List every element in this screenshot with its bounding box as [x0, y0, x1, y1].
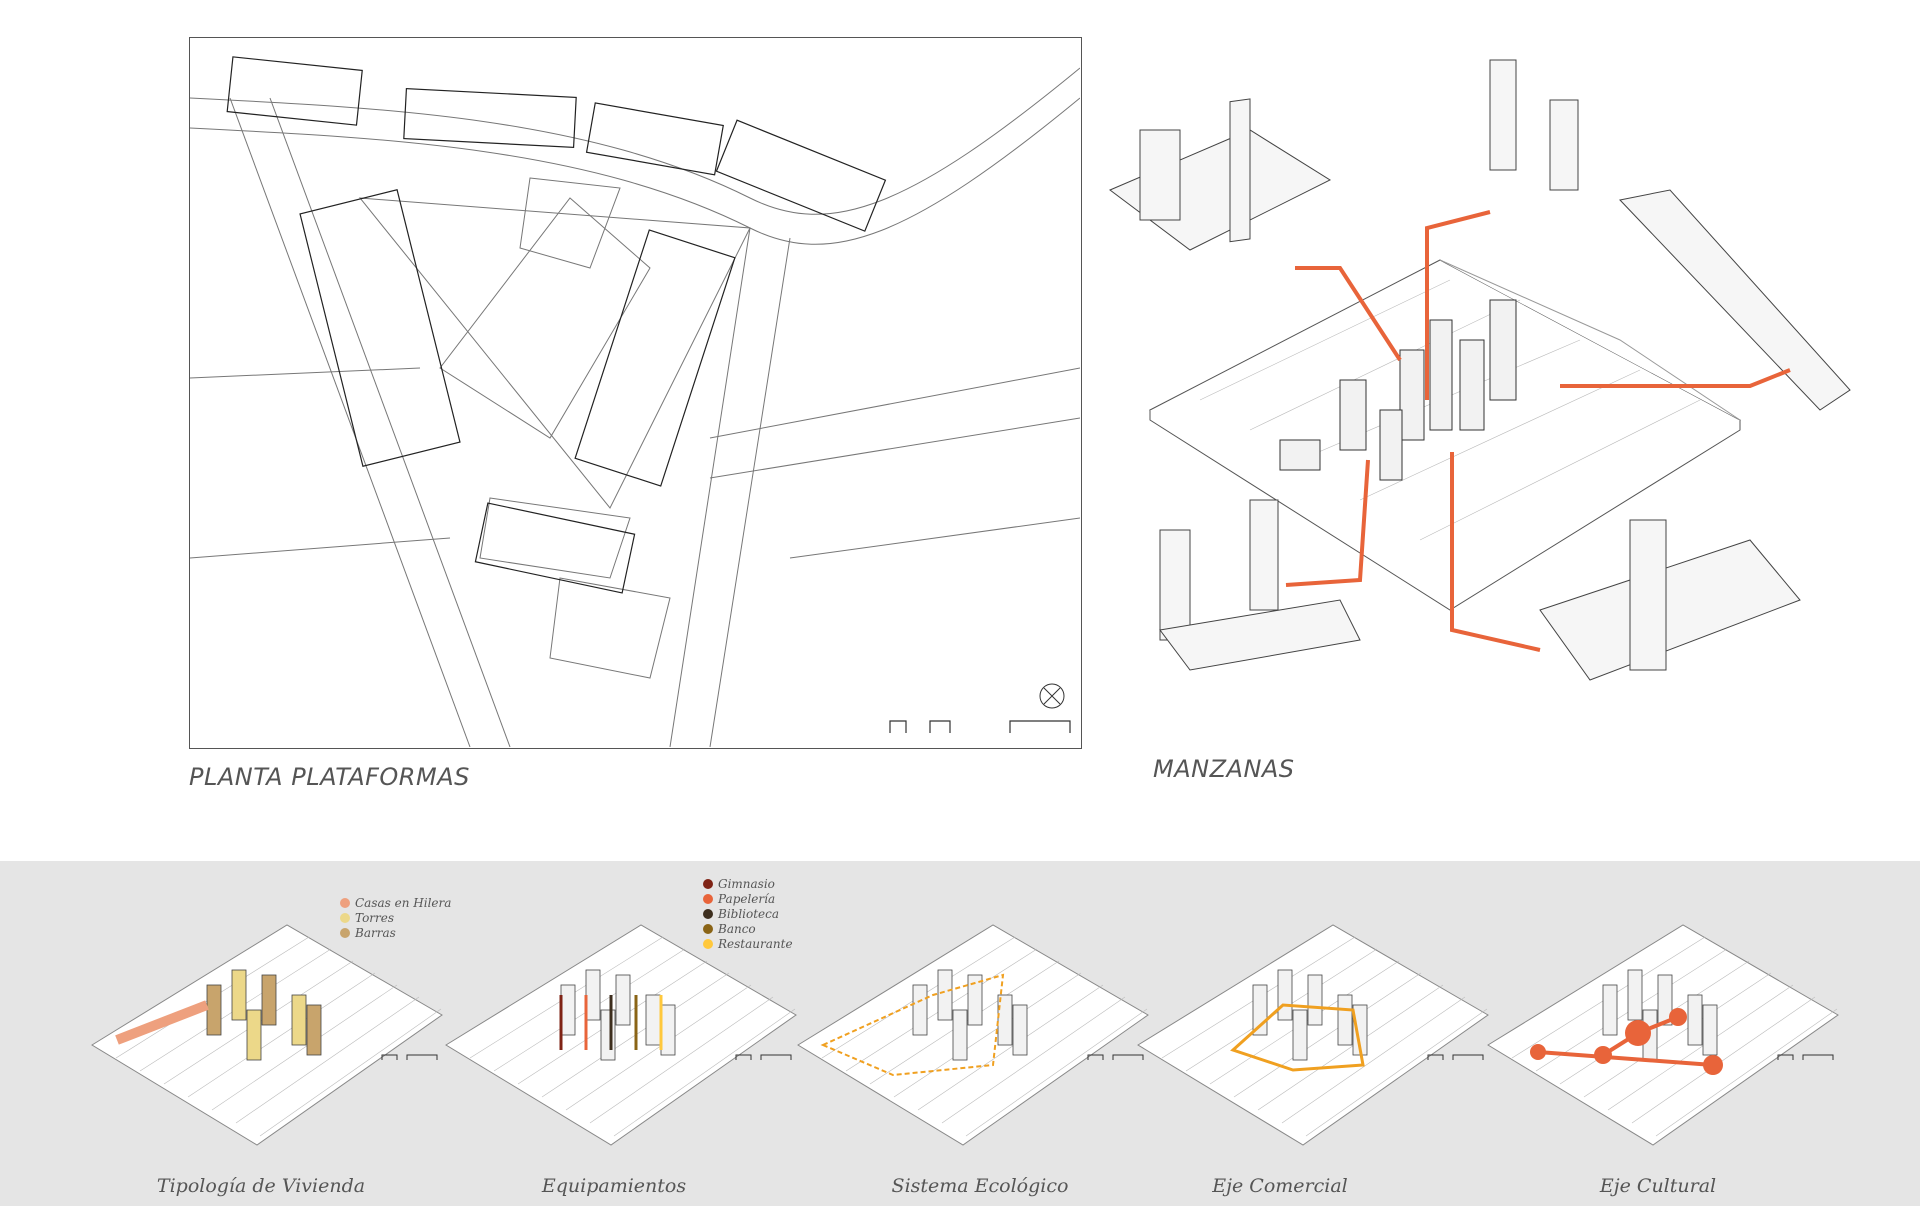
building: [1627, 969, 1643, 1021]
cultural-node: [1594, 1046, 1612, 1064]
caption-facilities: Equipamientos: [541, 1175, 687, 1197]
housing-legend: Casas en Hilera Torres Barras: [340, 895, 451, 940]
cultural-node: [1625, 1020, 1651, 1046]
legend-label: Banco: [718, 921, 756, 936]
plan-title: PLANTA PLATAFORMAS: [189, 763, 470, 791]
caption-cultural-axis: Eje Cultural: [1599, 1175, 1717, 1197]
building: [291, 994, 307, 1046]
building: [937, 969, 953, 1021]
building: [967, 974, 983, 1026]
connector-lines: [1285, 210, 1791, 652]
caption-commercial-axis: Eje Comercial: [1212, 1175, 1348, 1197]
building: [997, 994, 1013, 1046]
legend-label: Papelería: [718, 891, 776, 906]
building: [1602, 984, 1618, 1036]
site-plan-linework: [189, 56, 1081, 748]
building: [231, 969, 247, 1021]
caption-ecological-system: Sistema Ecológico: [891, 1175, 1069, 1197]
scale-bar: [1427, 1054, 1484, 1060]
mini-diagram-commercial: [1137, 924, 1489, 1146]
cultural-node: [1530, 1044, 1546, 1060]
building: [600, 1009, 616, 1061]
building: [1687, 994, 1703, 1046]
legend-swatch: [703, 923, 713, 934]
legend-swatch: [703, 908, 713, 919]
building: [246, 1009, 262, 1061]
legend-label: Casas en Hilera: [355, 895, 452, 910]
row-houses: [115, 1000, 209, 1045]
caption-housing-typology: Tipología de Vivienda: [156, 1175, 366, 1197]
commercial-axis: [1230, 1003, 1365, 1072]
building: [952, 1009, 968, 1061]
legend-swatch: [340, 897, 350, 908]
blocks-title: MANZANAS: [1153, 755, 1295, 783]
scale-bar: [889, 720, 1071, 733]
building: [1307, 974, 1323, 1026]
block-details: [1109, 59, 1851, 681]
building: [615, 974, 631, 1026]
legend-swatch: [703, 938, 713, 949]
legend-label: Restaurante: [718, 936, 793, 951]
legend-label: Biblioteca: [718, 906, 780, 921]
building: [1702, 1004, 1718, 1056]
legend-swatch: [340, 912, 350, 923]
mini-diagram-cultural: [1487, 924, 1839, 1146]
compass-icon: [1039, 683, 1065, 709]
legend-swatch: [703, 878, 713, 889]
building: [585, 969, 601, 1021]
building: [206, 984, 222, 1036]
building: [1657, 974, 1673, 1026]
building: [1012, 1004, 1028, 1056]
ecological-path: [820, 973, 1005, 1077]
building: [660, 1004, 676, 1056]
legend-label: Torres: [355, 910, 395, 925]
analysis-diagrams: [0, 900, 1920, 1160]
mini-diagram-ecological: [797, 924, 1149, 1146]
legend-swatch: [703, 893, 713, 904]
legend-label: Barras: [355, 925, 396, 940]
legend-swatch: [340, 927, 350, 938]
scale-bar: [735, 1054, 792, 1060]
scale-bar: [1777, 1054, 1834, 1060]
building: [912, 984, 928, 1036]
building: [1292, 1009, 1308, 1061]
building: [645, 994, 661, 1046]
building: [1277, 969, 1293, 1021]
scale-bar: [381, 1054, 438, 1060]
building: [306, 1004, 322, 1056]
scale-bar: [1087, 1054, 1144, 1060]
building: [560, 984, 576, 1036]
blocks-axonometric: [1109, 59, 1851, 681]
mini-diagram-housing: [91, 924, 443, 1146]
building: [261, 974, 277, 1026]
legend-label: Gimnasio: [718, 876, 775, 891]
cultural-node: [1703, 1055, 1723, 1075]
mini-diagram-facilities: [445, 924, 797, 1146]
site-plan-drawing: [189, 37, 1082, 749]
building: [1337, 994, 1353, 1046]
cultural-node: [1669, 1008, 1687, 1026]
facilities-legend: Gimnasio Papelería Biblioteca Banco Rest…: [703, 876, 793, 951]
